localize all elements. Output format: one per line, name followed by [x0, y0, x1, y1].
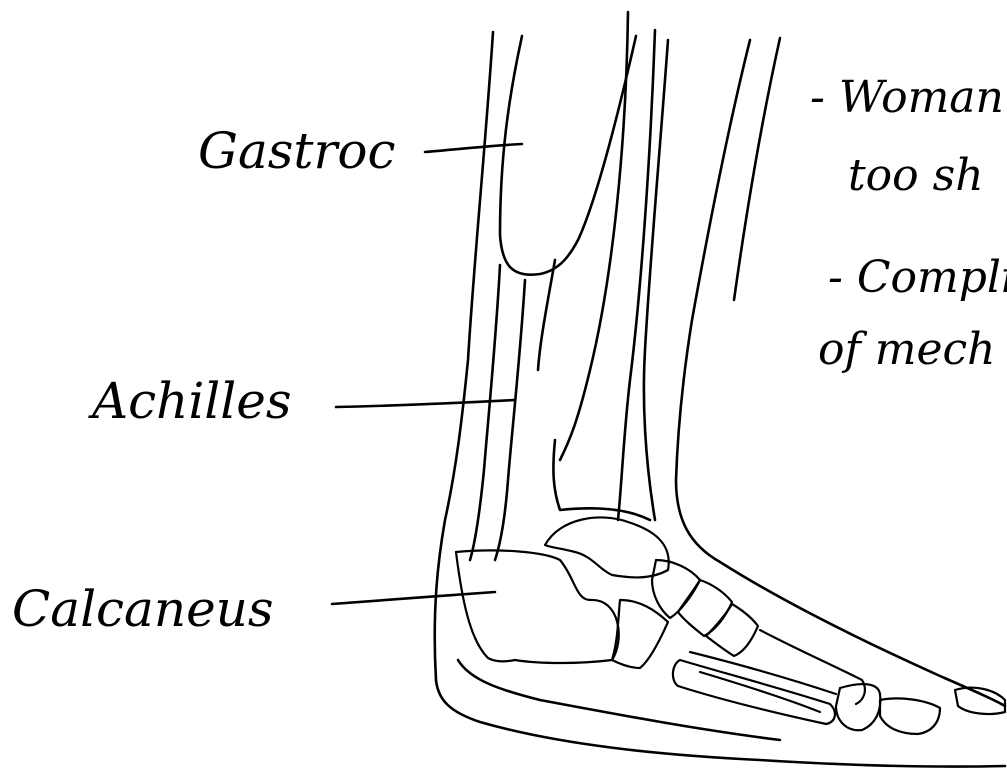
metatarsal-4	[760, 630, 865, 704]
talus-bone	[545, 517, 669, 577]
foot-sole-outline	[436, 680, 1005, 767]
achilles-tendon-line-3	[538, 260, 555, 370]
middle-phalanx	[880, 698, 940, 734]
note-line-2: too sh	[848, 150, 984, 201]
leg-posterior-inner-contour	[500, 36, 636, 275]
achilles-tendon-line-2	[495, 280, 525, 560]
gastroc-label: Gastroc	[198, 122, 396, 180]
cuneiform-bone-1	[678, 580, 732, 636]
metatarsal-3	[700, 672, 820, 712]
note-line-1: - Woman	[810, 72, 1004, 123]
fibula-line	[560, 12, 628, 460]
calcaneus-leader-line	[332, 592, 495, 604]
gastroc-leader-line	[425, 144, 522, 152]
leg-posterior-outline	[435, 32, 493, 680]
achilles-label: Achilles	[88, 372, 292, 430]
cuboid-bone	[612, 600, 668, 668]
note-line-3: - Complicat	[828, 252, 1007, 303]
calcaneus-bone	[456, 550, 619, 663]
metatarsal-2	[690, 652, 836, 694]
note-line-4: of mech	[818, 324, 996, 375]
calcaneus-label: Calcaneus	[12, 580, 274, 638]
tibia-distal	[553, 440, 650, 520]
achilles-leader-line	[336, 400, 515, 407]
proximal-phalanx	[836, 684, 880, 730]
tibia-anterior-line	[644, 40, 668, 520]
achilles-tendon-line-1	[470, 265, 500, 560]
